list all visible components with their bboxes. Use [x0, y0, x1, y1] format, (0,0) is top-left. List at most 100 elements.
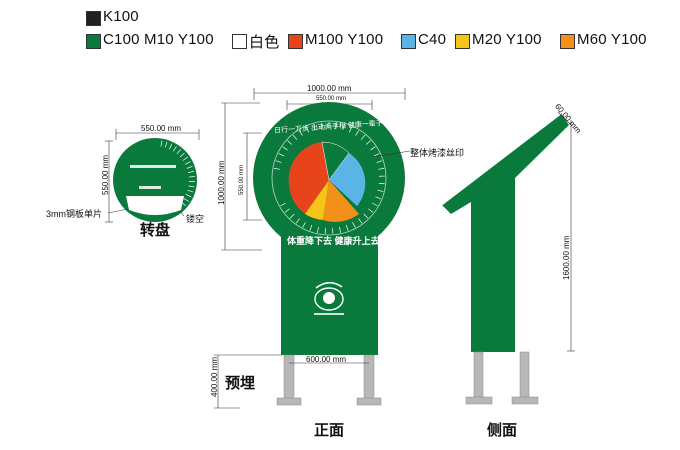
scale-tick: [365, 140, 371, 145]
legend-label: M20 Y100: [472, 31, 542, 48]
scale-tick: [282, 146, 288, 151]
pie-slice-green: [321, 141, 350, 181]
scale-tick: [295, 218, 300, 224]
pie-slice-red: [288, 142, 329, 185]
scale-tick: [342, 124, 345, 131]
scale-tick: [188, 185, 195, 188]
scale-tick: [289, 213, 295, 219]
turntable-text-line: [139, 186, 161, 189]
print-callout: 整体烤漆丝印: [410, 148, 465, 158]
front-dim-embed: 400.00 mm: [210, 356, 219, 397]
scale-tick: [179, 152, 185, 158]
scale-tick: [186, 165, 193, 169]
turntable-hollow-window: [126, 196, 184, 215]
scale-tick: [188, 176, 195, 178]
scale-tick: [370, 146, 376, 151]
logo-caption-line: [314, 313, 344, 315]
callout-leader: [371, 150, 411, 158]
scale-tick: [355, 130, 359, 136]
scale-tick: [375, 196, 382, 200]
side-foot-right: [511, 396, 539, 405]
turntable-dim-height: 550.00 mm: [101, 154, 110, 195]
legend-label: K100: [103, 8, 139, 25]
legend-label: C100 M10 Y100: [103, 31, 214, 48]
scale-tick: [278, 153, 285, 157]
pie-slice-red-lower: [289, 180, 329, 214]
scale-tick: [183, 197, 189, 202]
logo-figure: [323, 292, 335, 304]
scale-tick: [305, 126, 309, 133]
logo-ring: [314, 287, 344, 311]
legend-swatch: [455, 34, 470, 49]
legend-swatch: [86, 11, 101, 26]
side-view: [442, 111, 575, 405]
side-post-right: [519, 351, 530, 398]
front-scale-ticks: [273, 122, 385, 234]
front-dim-inner: 550.00 mm: [316, 96, 347, 102]
scale-tick: [317, 226, 319, 233]
scale-tick: [313, 124, 316, 131]
embed-label: 预埋: [225, 375, 256, 392]
front-dim-post-gap: 600.00 mm: [306, 355, 347, 364]
front-dim-inner-height: 550.00 mm: [239, 164, 245, 195]
legend-label: 白色: [249, 34, 280, 51]
scale-tick: [287, 140, 293, 145]
scale-tick: [284, 208, 290, 213]
logo-arc: [315, 281, 343, 289]
scale-tick: [188, 171, 195, 173]
pie-slice-yellow: [305, 180, 329, 220]
scale-tick: [373, 153, 380, 157]
scale-tick: [182, 156, 188, 161]
scale-tick: [376, 160, 383, 163]
sign-inner-ring: [271, 120, 387, 236]
front-dim-outer: 1000.00 mm: [307, 84, 352, 93]
side-top-edge: [442, 114, 563, 207]
front-title: 正面: [314, 422, 345, 439]
side-foot-left: [465, 396, 493, 405]
legend-swatch: [232, 34, 247, 49]
scale-tick: [292, 134, 298, 140]
turntable-dim-width: 550.00 mm: [141, 124, 182, 133]
side-dim-height: 1600.00 mm: [562, 235, 571, 280]
scale-tick: [275, 160, 282, 163]
callout-leader: [179, 210, 185, 217]
legend-label: M100 Y100: [305, 31, 384, 48]
front-foot-right: [356, 397, 382, 406]
legend-swatch: [401, 34, 416, 49]
legend-label: C40: [418, 31, 447, 48]
scale-tick: [320, 122, 323, 129]
scale-tick: [280, 202, 286, 207]
front-post-left: [283, 354, 295, 401]
legend-swatch: [86, 34, 101, 49]
slogan-text: 体重降下去 健康升上去: [287, 236, 380, 246]
scale-tick: [377, 189, 384, 192]
plate-callout: 3mm钢板单片: [46, 209, 102, 219]
scale-tick: [309, 224, 313, 231]
scale-tick: [378, 182, 385, 185]
scale-tick: [172, 146, 177, 152]
turntable-view: [105, 129, 200, 223]
scale-tick: [302, 221, 306, 228]
turntable-title: 转盘: [140, 222, 171, 239]
logo-emblem: [314, 281, 344, 315]
scale-tick: [185, 194, 192, 198]
side-post-left: [473, 351, 484, 398]
scale-tick: [169, 143, 173, 150]
scale-tick: [164, 141, 168, 148]
side-title: 侧面: [487, 422, 518, 439]
hollow-callout: 镂空: [186, 214, 205, 224]
scale-tick: [335, 122, 338, 129]
front-foot-left: [276, 397, 302, 406]
scale-tick: [345, 224, 349, 231]
scale-tick: [358, 218, 363, 224]
pie-slice-orange: [323, 180, 359, 222]
legend-swatch: [560, 34, 575, 49]
scale-tick: [160, 140, 163, 147]
front-pie: [288, 141, 366, 222]
front-view: [214, 88, 411, 409]
scale-tick: [360, 134, 366, 140]
scale-tick: [176, 149, 181, 155]
turntable-scale-ticks: [160, 140, 195, 206]
scale-tick: [372, 202, 378, 207]
